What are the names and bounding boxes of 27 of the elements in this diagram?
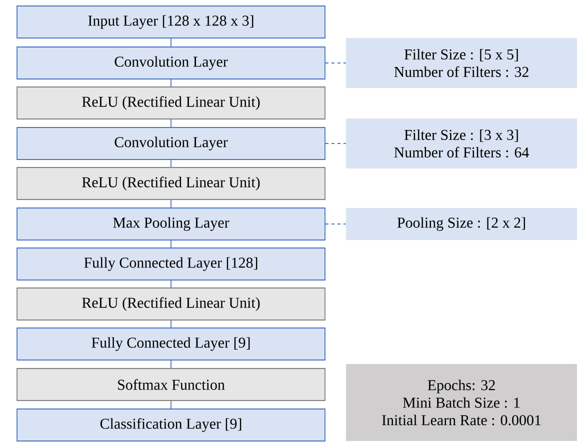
parameter-box: Pooling Size : [2 x 2] xyxy=(346,208,577,240)
layer-box: Fully Connected Layer [128] xyxy=(16,248,326,280)
dashed-connector xyxy=(325,62,346,64)
connector-line xyxy=(170,119,172,128)
layer-box: Input Layer [128 x 128 x 3] xyxy=(16,6,326,38)
relu-box: ReLU (Rectified Linear Unit) xyxy=(16,288,326,320)
connector-line xyxy=(170,360,172,368)
connector-line xyxy=(170,280,172,288)
layer-box: Classification Layer [9] xyxy=(16,408,326,442)
connector-line xyxy=(170,400,172,409)
layer-box: Convolution Layer xyxy=(16,127,326,160)
connector-line xyxy=(170,38,172,47)
connector-line xyxy=(170,160,172,168)
dashed-connector xyxy=(325,143,346,144)
parameter-box: Filter Size : [5 x 5] Number of Filters : 32 xyxy=(346,38,577,88)
relu-box: ReLU (Rectified Linear Unit) xyxy=(16,167,326,200)
parameter-box: Filter Size : [3 x 3] Number of Filters : 64 xyxy=(346,118,577,168)
layer-box: Fully Connected Layer [9] xyxy=(16,328,326,360)
connector-line xyxy=(170,200,172,208)
relu-box: Softmax Function xyxy=(16,368,326,401)
training-options-box: Epochs: 32 Mini Batch Size : 1 Initial Learn Rate : 0.0001 xyxy=(346,364,577,441)
layer-box: Convolution Layer xyxy=(16,46,326,80)
connector-line xyxy=(170,79,172,87)
layer-box: Max Pooling Layer xyxy=(16,208,326,240)
relu-box: ReLU (Rectified Linear Unit) xyxy=(16,86,326,120)
connector-line xyxy=(170,240,172,248)
connector-line xyxy=(170,320,172,328)
